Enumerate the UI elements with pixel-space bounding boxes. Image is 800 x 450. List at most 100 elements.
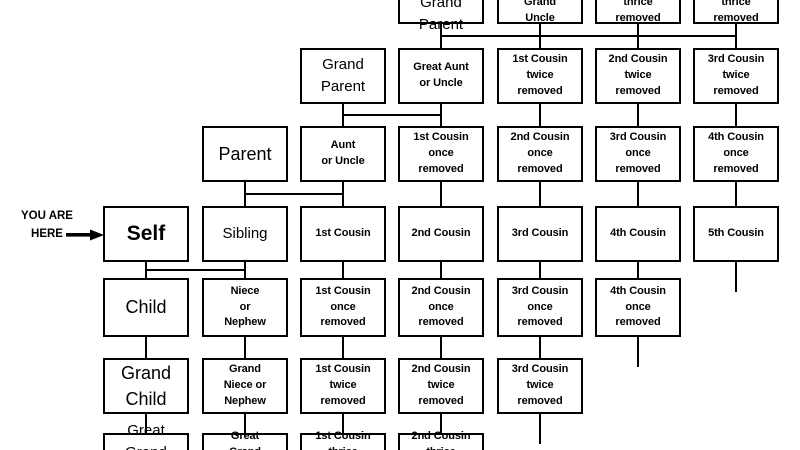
- connector-vertical: [341, 414, 345, 433]
- node-1st-cousin[interactable]: 1st Cousin: [300, 206, 386, 262]
- node-label: GreatGrandUncle: [524, 0, 556, 24]
- you-are-here-label: YOU ARE HERE: [6, 208, 88, 244]
- connector-vertical: [439, 414, 443, 433]
- node-label: Child: [125, 297, 167, 318]
- connector-vertical: [341, 182, 345, 206]
- node-label: Self: [126, 221, 166, 245]
- node-great-great-grand-uncle[interactable]: GreatGrandUncle: [497, 0, 583, 24]
- node-label: 3rd Cousin: [511, 227, 569, 240]
- connector-vertical: [538, 262, 542, 278]
- connector-horizontal: [441, 34, 540, 38]
- node-2nd-cousin-thrice-removed[interactable]: 2nd Cousinthriceremoved: [398, 430, 484, 450]
- node-sibling[interactable]: Sibling: [202, 206, 288, 262]
- node-label: 4th Cousin: [610, 227, 666, 240]
- connector-vertical: [734, 24, 738, 48]
- node-3rd-cousin[interactable]: 3rd Cousin: [497, 206, 583, 262]
- connector-horizontal: [540, 34, 638, 38]
- connector-horizontal: [146, 268, 245, 272]
- node-parent[interactable]: Parent: [202, 126, 288, 182]
- connector-vertical: [341, 104, 345, 115]
- node-label: GreatGrandNiece or: [229, 430, 261, 450]
- node-4th-cousin[interactable]: 4th Cousin: [595, 206, 681, 262]
- connector-vertical: [243, 194, 247, 206]
- node-label: Parent: [218, 143, 272, 164]
- connector-vertical: [538, 104, 542, 126]
- node-label: 2nd Cousinthriceremoved: [411, 430, 471, 450]
- connector-vertical: [636, 337, 640, 367]
- node-2nd-cousin[interactable]: 2nd Cousin: [398, 206, 484, 262]
- connector-vertical: [538, 337, 542, 358]
- node-label: GreatGrandChild: [125, 422, 167, 450]
- node-label: 5th Cousin: [708, 227, 764, 240]
- node-great-grand-niece-or-nephew[interactable]: GreatGrandNiece or: [202, 430, 288, 450]
- connector-vertical: [439, 104, 443, 126]
- node-child[interactable]: Child: [103, 278, 189, 337]
- node-great-grand-child[interactable]: GreatGrandChild: [103, 422, 189, 450]
- connector-vertical: [636, 104, 640, 126]
- node-label: 1st Cousin: [315, 227, 371, 240]
- node-1st-cousin-thrice-removed[interactable]: 1st Cousinthriceremoved: [595, 0, 681, 24]
- connector-vertical: [439, 337, 443, 358]
- connector-vertical: [538, 414, 542, 444]
- connector-vertical: [636, 262, 640, 278]
- connector-vertical: [144, 262, 148, 270]
- node-2nd-cousin-thrice-removed[interactable]: 2nd Cousinthriceremoved: [693, 0, 779, 24]
- connector-vertical: [636, 182, 640, 206]
- node-self[interactable]: Self: [103, 206, 189, 262]
- connector-horizontal: [638, 34, 736, 38]
- connector-vertical: [243, 262, 247, 278]
- connector-vertical: [439, 182, 443, 206]
- connector-vertical: [243, 182, 247, 194]
- connector-vertical: [538, 182, 542, 206]
- you-are-here-line2: HERE: [31, 227, 63, 240]
- connector-vertical: [439, 262, 443, 278]
- connector-vertical: [636, 36, 640, 48]
- node-label: 1st Cousinthriceremoved: [315, 430, 371, 450]
- connector-vertical: [439, 36, 443, 48]
- node-5th-cousin[interactable]: 5th Cousin: [693, 206, 779, 262]
- connector-vertical: [734, 182, 738, 206]
- node-1st-cousin-thrice-removed[interactable]: 1st Cousinthriceremoved: [300, 430, 386, 450]
- node-label: Sibling: [222, 225, 268, 243]
- connector-vertical: [439, 24, 443, 36]
- node-label: 1st Cousinthriceremoved: [615, 0, 661, 24]
- connector-vertical: [144, 270, 148, 278]
